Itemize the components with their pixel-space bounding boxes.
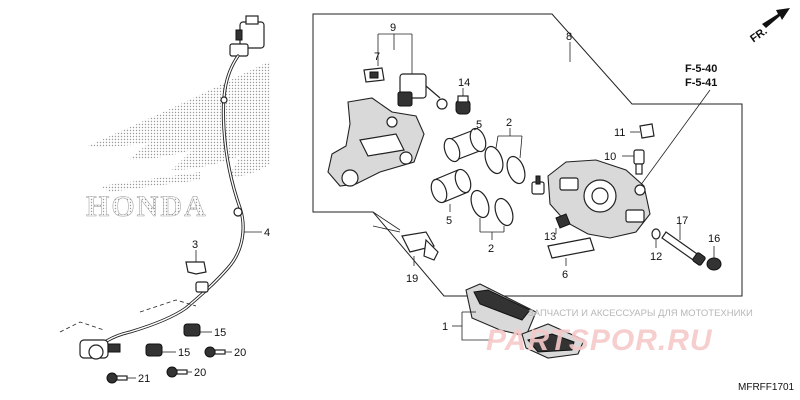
callout-20b: 20 <box>194 367 206 379</box>
callout-10: 10 <box>604 151 616 163</box>
callout-15a: 15 <box>214 327 226 339</box>
ref-code-1: F-5-40 <box>685 63 717 75</box>
callout-13: 13 <box>544 231 556 243</box>
callout-15b: 15 <box>178 347 190 359</box>
callout-4: 4 <box>264 227 270 239</box>
callout-9: 9 <box>390 22 396 34</box>
callout-8: 8 <box>566 31 572 43</box>
slide-pin-boot-set <box>397 73 448 110</box>
caliper-bracket <box>327 97 425 187</box>
pad-retainer-plate <box>547 237 595 259</box>
ref-code-2: F-5-41 <box>685 77 717 89</box>
piston-upper <box>443 127 487 163</box>
callout-7: 7 <box>374 51 380 63</box>
bleeder-valve <box>531 175 545 195</box>
wire-clip <box>185 261 207 275</box>
slide-pin <box>401 231 439 261</box>
pin-plug-cap <box>706 257 722 271</box>
front-direction-arrow-icon <box>762 8 790 28</box>
washer <box>651 228 661 240</box>
pin-boot <box>455 95 471 115</box>
honda-watermark-text: HONDA <box>86 190 208 223</box>
callout-14: 14 <box>458 77 470 89</box>
wire-clamp-upper <box>183 323 201 337</box>
speed-sensor-wire <box>92 54 245 354</box>
bleeder-screw <box>633 149 645 175</box>
shop-logo: PARTSPOR.RU <box>486 324 713 357</box>
wire-clamp-lower <box>145 343 163 357</box>
callout-16: 16 <box>708 233 720 245</box>
piston-seal-set-upper <box>484 145 526 185</box>
shop-caption: ЗАПЧАСТИ И АКСЕССУАРЫ ДЛЯ МОТОТЕХНИКИ <box>528 308 753 319</box>
callout-20a: 20 <box>234 347 246 359</box>
callout-11: 11 <box>614 127 625 139</box>
bolt-21 <box>106 372 128 384</box>
honda-wing-watermark <box>88 62 270 192</box>
callout-2b: 2 <box>488 243 494 255</box>
bolt-20-upper <box>204 346 226 358</box>
piston-lower <box>430 168 472 204</box>
brake-pad-set <box>465 283 585 359</box>
wheel-speed-sensor <box>79 339 121 360</box>
bleeder-cap <box>639 123 655 139</box>
callout-12: 12 <box>650 251 662 263</box>
front-direction-label: FR. <box>748 25 769 45</box>
caliper-body <box>547 159 651 239</box>
callout-5a: 5 <box>476 119 482 131</box>
callout-6: 6 <box>562 269 568 281</box>
callout-5b: 5 <box>446 215 452 227</box>
caliper-assembly-frame <box>312 13 743 297</box>
pad-spring-clip <box>363 67 385 83</box>
callout-2a: 2 <box>506 117 512 129</box>
caliper-pin-bolt <box>661 231 706 266</box>
speed-sensor-connector <box>229 15 265 57</box>
bolt-20-lower <box>166 366 188 378</box>
callout-21: 21 <box>138 373 150 385</box>
pad-pin <box>555 213 571 229</box>
callout-1: 1 <box>442 321 448 333</box>
callout-17: 17 <box>676 215 688 227</box>
piston-seal-set-lower <box>470 189 514 227</box>
callout-19: 19 <box>406 273 418 285</box>
callout-3: 3 <box>192 239 198 251</box>
diagram-code: MFRFF1701 <box>738 382 795 393</box>
